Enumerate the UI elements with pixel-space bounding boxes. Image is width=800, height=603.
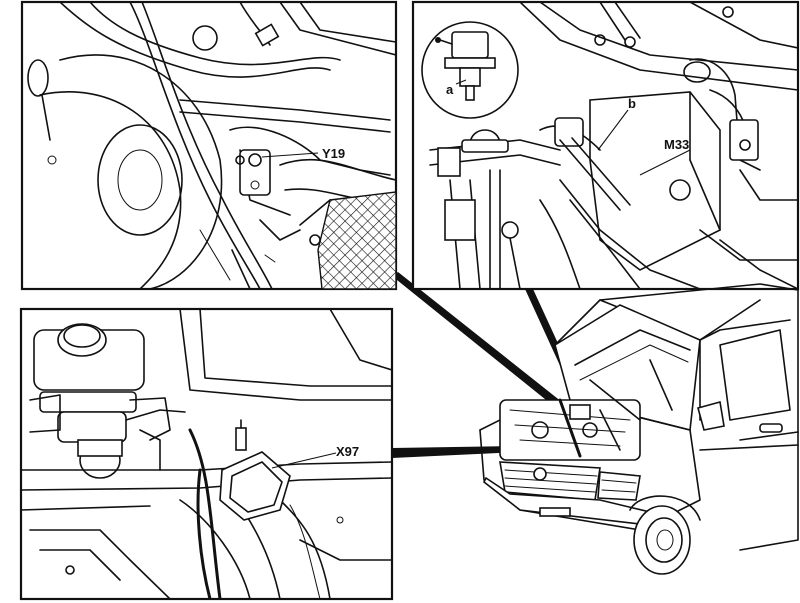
pointer-b xyxy=(597,109,629,151)
callout-a: a xyxy=(446,82,454,97)
panel-art-m33 xyxy=(421,2,798,289)
detail-panel-m33: a b M33 xyxy=(411,0,800,291)
van-side-window xyxy=(719,329,791,421)
van-side-mirror xyxy=(697,400,725,431)
callout-b: b xyxy=(628,96,636,111)
callout-y19: Y19 xyxy=(322,146,345,161)
panel-art-x97 xyxy=(21,309,392,599)
leader-wedge-y19 xyxy=(392,272,572,416)
callout-x97: X97 xyxy=(336,444,359,459)
van-raised-hood xyxy=(554,304,701,431)
leader-wedge-x97 xyxy=(392,446,520,458)
van-badge xyxy=(533,467,547,481)
pointer-m33 xyxy=(639,149,691,176)
panel-art-y19 xyxy=(27,2,396,289)
van-body xyxy=(554,283,799,551)
van-illustration xyxy=(479,283,799,575)
pointer-x97 xyxy=(271,452,337,469)
pointer-a xyxy=(455,79,467,85)
mesh-grille xyxy=(317,191,396,289)
van-headlamp xyxy=(597,471,641,501)
detail-panel-y19: Y19 xyxy=(20,0,398,291)
pointer-y19 xyxy=(261,152,319,158)
van-door-handle xyxy=(759,423,783,433)
callout-m33: M33 xyxy=(664,137,689,152)
detail-panel-x97: X97 xyxy=(19,307,394,601)
